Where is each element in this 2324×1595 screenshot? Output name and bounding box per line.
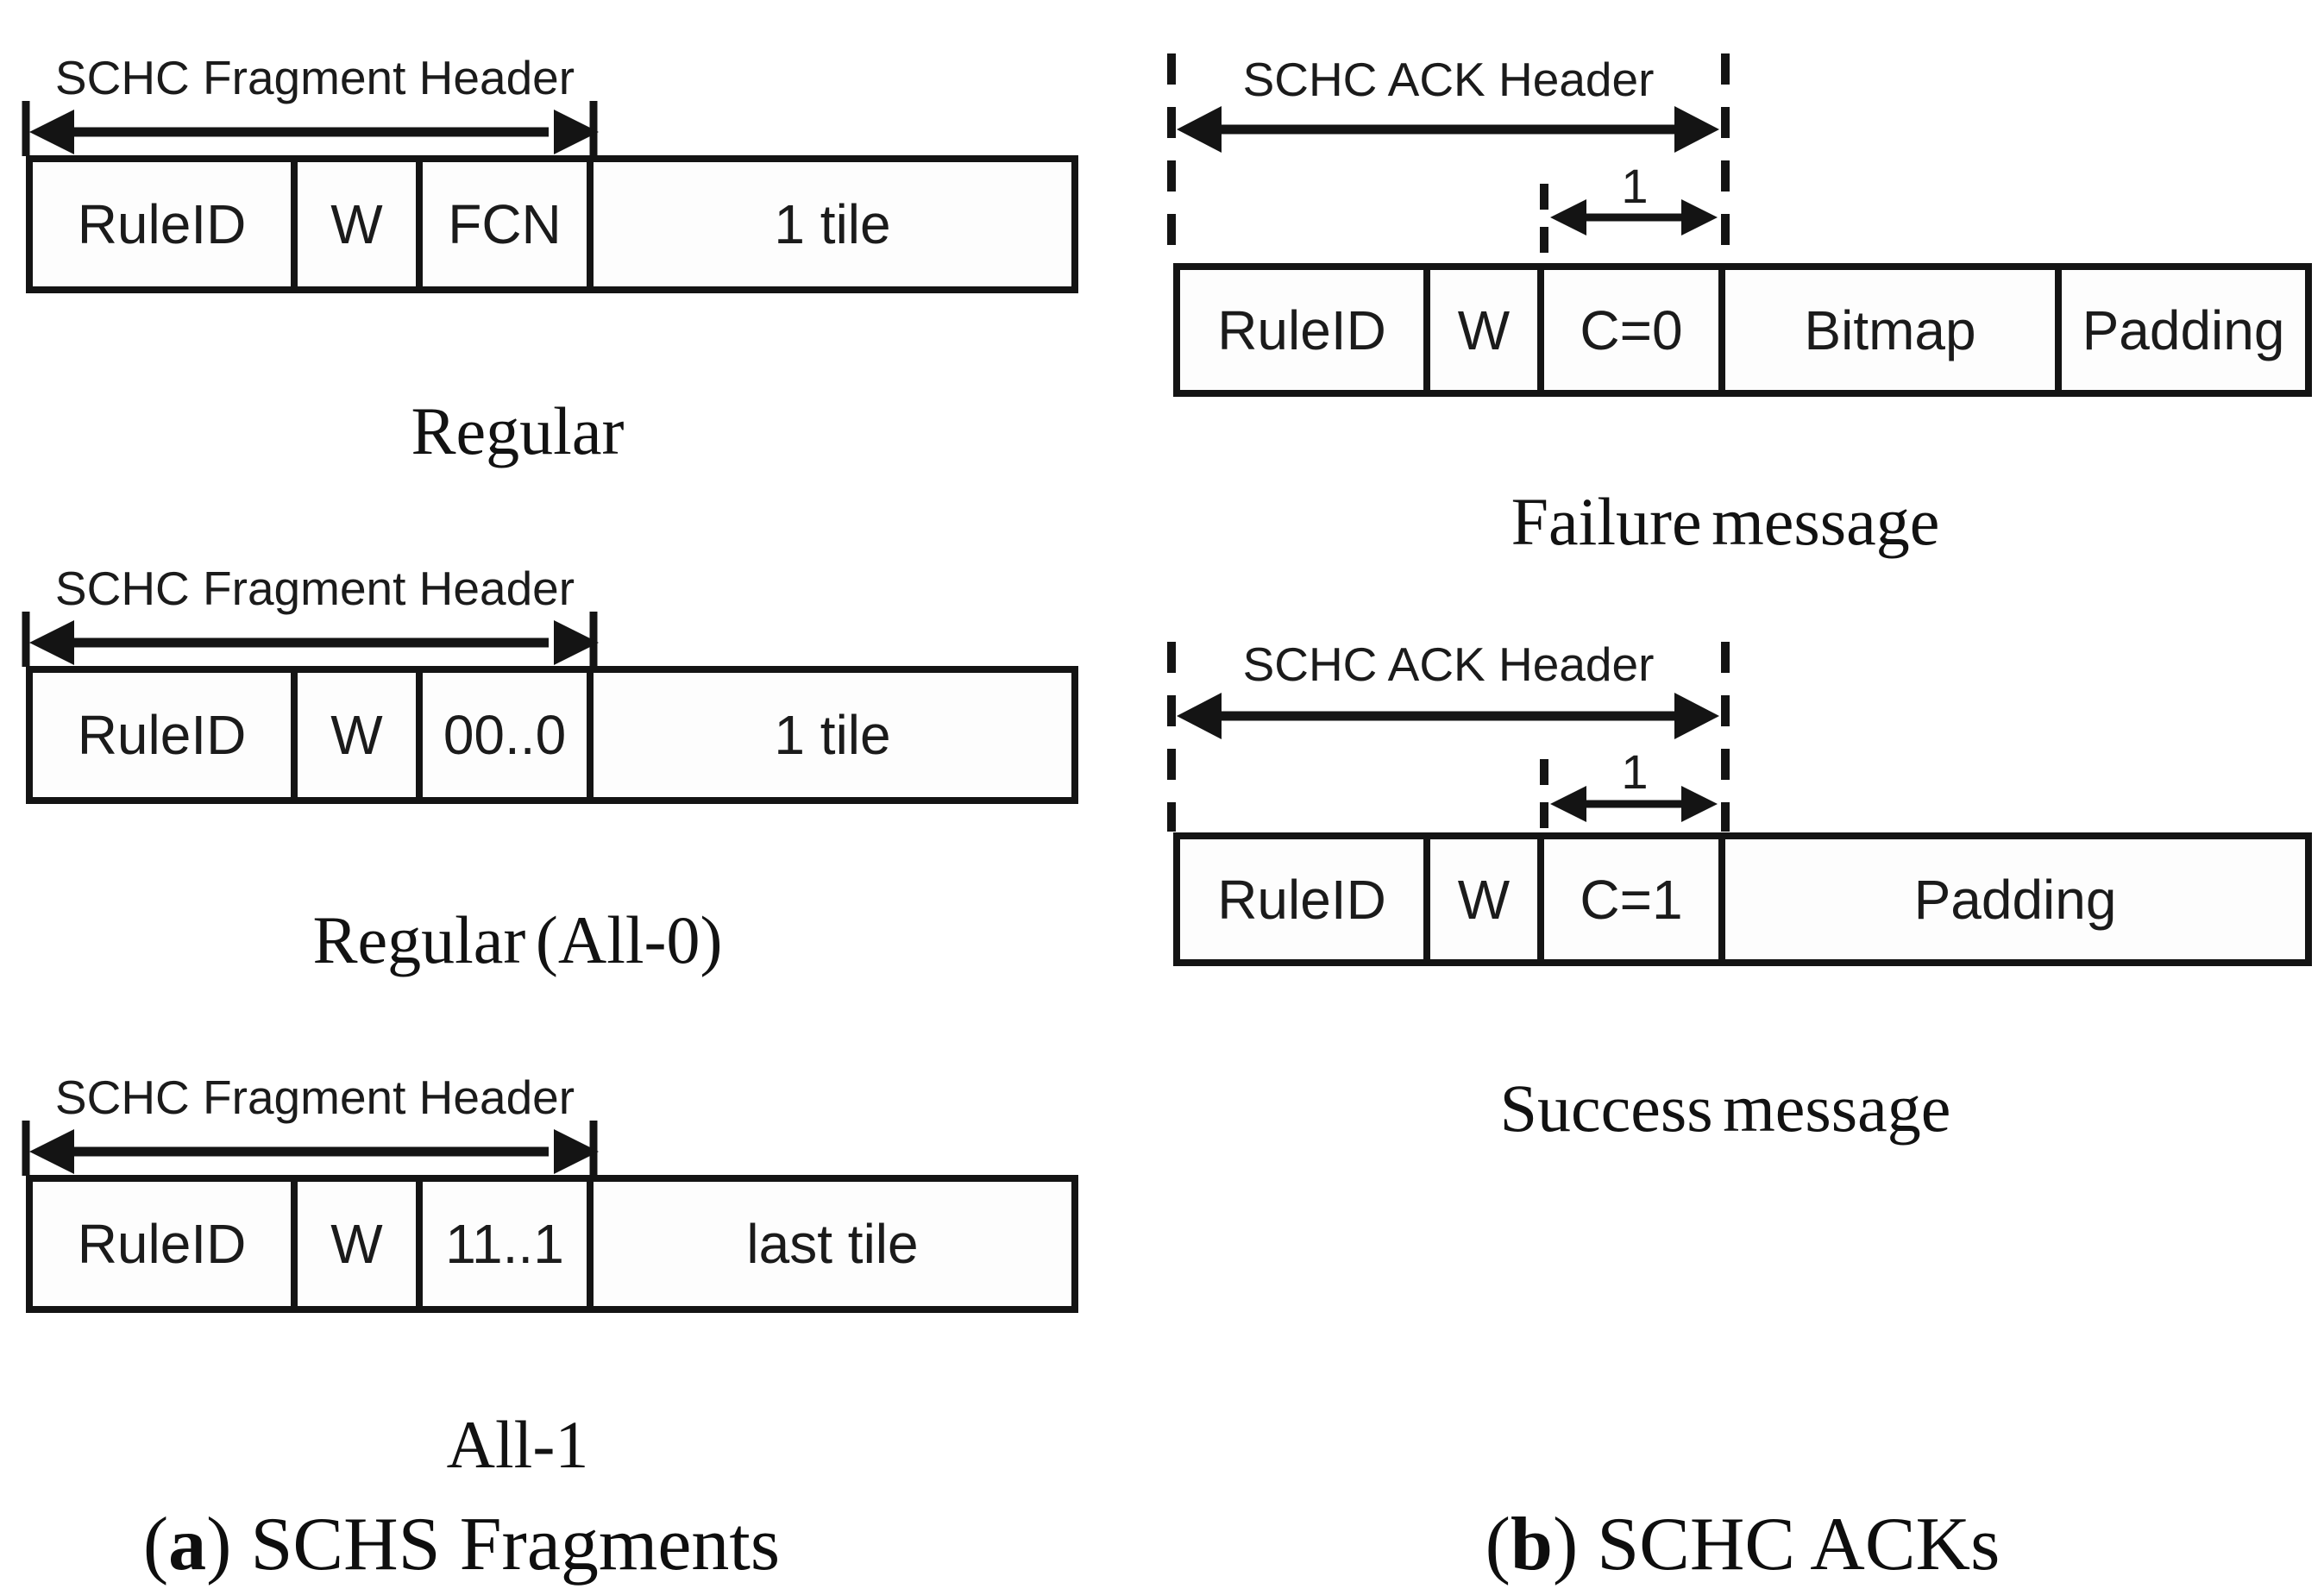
fragment-header-span-label: SCHC Fragment Header [54,1071,575,1124]
caption-b-rest: ) SCHC ACKs [1552,1503,2001,1586]
caption-panel-b: (b) SCHC ACKs [1346,1501,2139,1588]
fragment-all1-row: RuleID W 11..1 last tile [26,1175,1078,1313]
field-payload-tile: 1 tile [587,666,1078,804]
field-c0: C=0 [1537,263,1725,397]
ack-header-span-arrow [1167,53,1730,261]
field-w: W [291,666,423,804]
ack-success-row: RuleID W C=1 Padding [1173,832,2312,966]
field-padding: Padding [1718,832,2312,966]
header-span-arrow [22,612,599,667]
field-w: W [1423,263,1544,397]
caption-a-letter: a [168,1503,207,1586]
caption-a-rest: ) SCHS Fragments [206,1503,781,1586]
arrow-head-right [554,1129,599,1174]
field-ruleid: RuleID [26,666,298,804]
header-span-arrow [22,1121,599,1176]
arrow-head-right [554,620,599,665]
field-fcn-all0: 00..0 [416,666,594,804]
ack-failure-row: RuleID W C=0 Bitmap Padding [1173,263,2312,397]
bit-width-label: 1 [1621,159,1649,213]
bit-arrow-head-left [1550,786,1586,822]
diagram-label-regular-all0: Regular (All-0) [312,902,723,977]
field-bitmap: Bitmap [1718,263,2062,397]
arrow-head-right [1674,693,1719,739]
field-ruleid: RuleID [1173,832,1430,966]
ack-header-span-label: SCHC ACK Header [1242,53,1655,106]
arrow-head-left [1177,693,1222,739]
field-w: W [291,1175,423,1313]
caption-a-open: ( [142,1503,169,1586]
caption-b-letter: b [1510,1503,1553,1586]
bit-arrow-head-left [1550,199,1586,235]
field-ruleid: RuleID [1173,263,1430,397]
fragment-all0-row: RuleID W 00..0 1 tile [26,666,1078,804]
ack-header-span-label: SCHC ACK Header [1242,637,1655,691]
caption-b-open: ( [1485,1503,1511,1586]
arrow-head-right [1674,106,1719,153]
diagram-label-regular: Regular [411,393,625,468]
field-w: W [291,155,423,293]
arrow-head-left [29,620,74,665]
diagram-label-failure-message: Failure message [1511,484,1940,559]
arrow-head-left [29,110,74,154]
field-padding: Padding [2055,263,2312,397]
arrow-head-left [29,1129,74,1174]
bit-width-label: 1 [1621,744,1649,799]
bit-arrow-head-right [1681,199,1718,235]
fragment-header-span-label: SCHC Fragment Header [54,51,575,104]
bit-arrow-head-right [1681,786,1718,822]
field-fcn: FCN [416,155,594,293]
fragment-regular-row: RuleID W FCN 1 tile [26,155,1078,293]
header-span-arrow [22,101,599,156]
diagram-label-all1: All-1 [446,1407,589,1482]
field-ruleid: RuleID [26,155,298,293]
ack-header-span-arrow [1167,642,1730,832]
field-ruleid: RuleID [26,1175,298,1313]
arrow-head-left [1177,106,1222,153]
fragment-header-span-label: SCHC Fragment Header [54,562,575,615]
field-c1: C=1 [1537,832,1725,966]
arrow-head-right [554,110,599,154]
caption-panel-a: (a) SCHS Fragments [26,1501,897,1588]
field-payload-tile: 1 tile [587,155,1078,293]
field-w: W [1423,832,1544,966]
field-last-tile: last tile [587,1175,1078,1313]
field-fcn-all1: 11..1 [416,1175,594,1313]
diagram-label-success-message: Success message [1499,1071,1951,1146]
